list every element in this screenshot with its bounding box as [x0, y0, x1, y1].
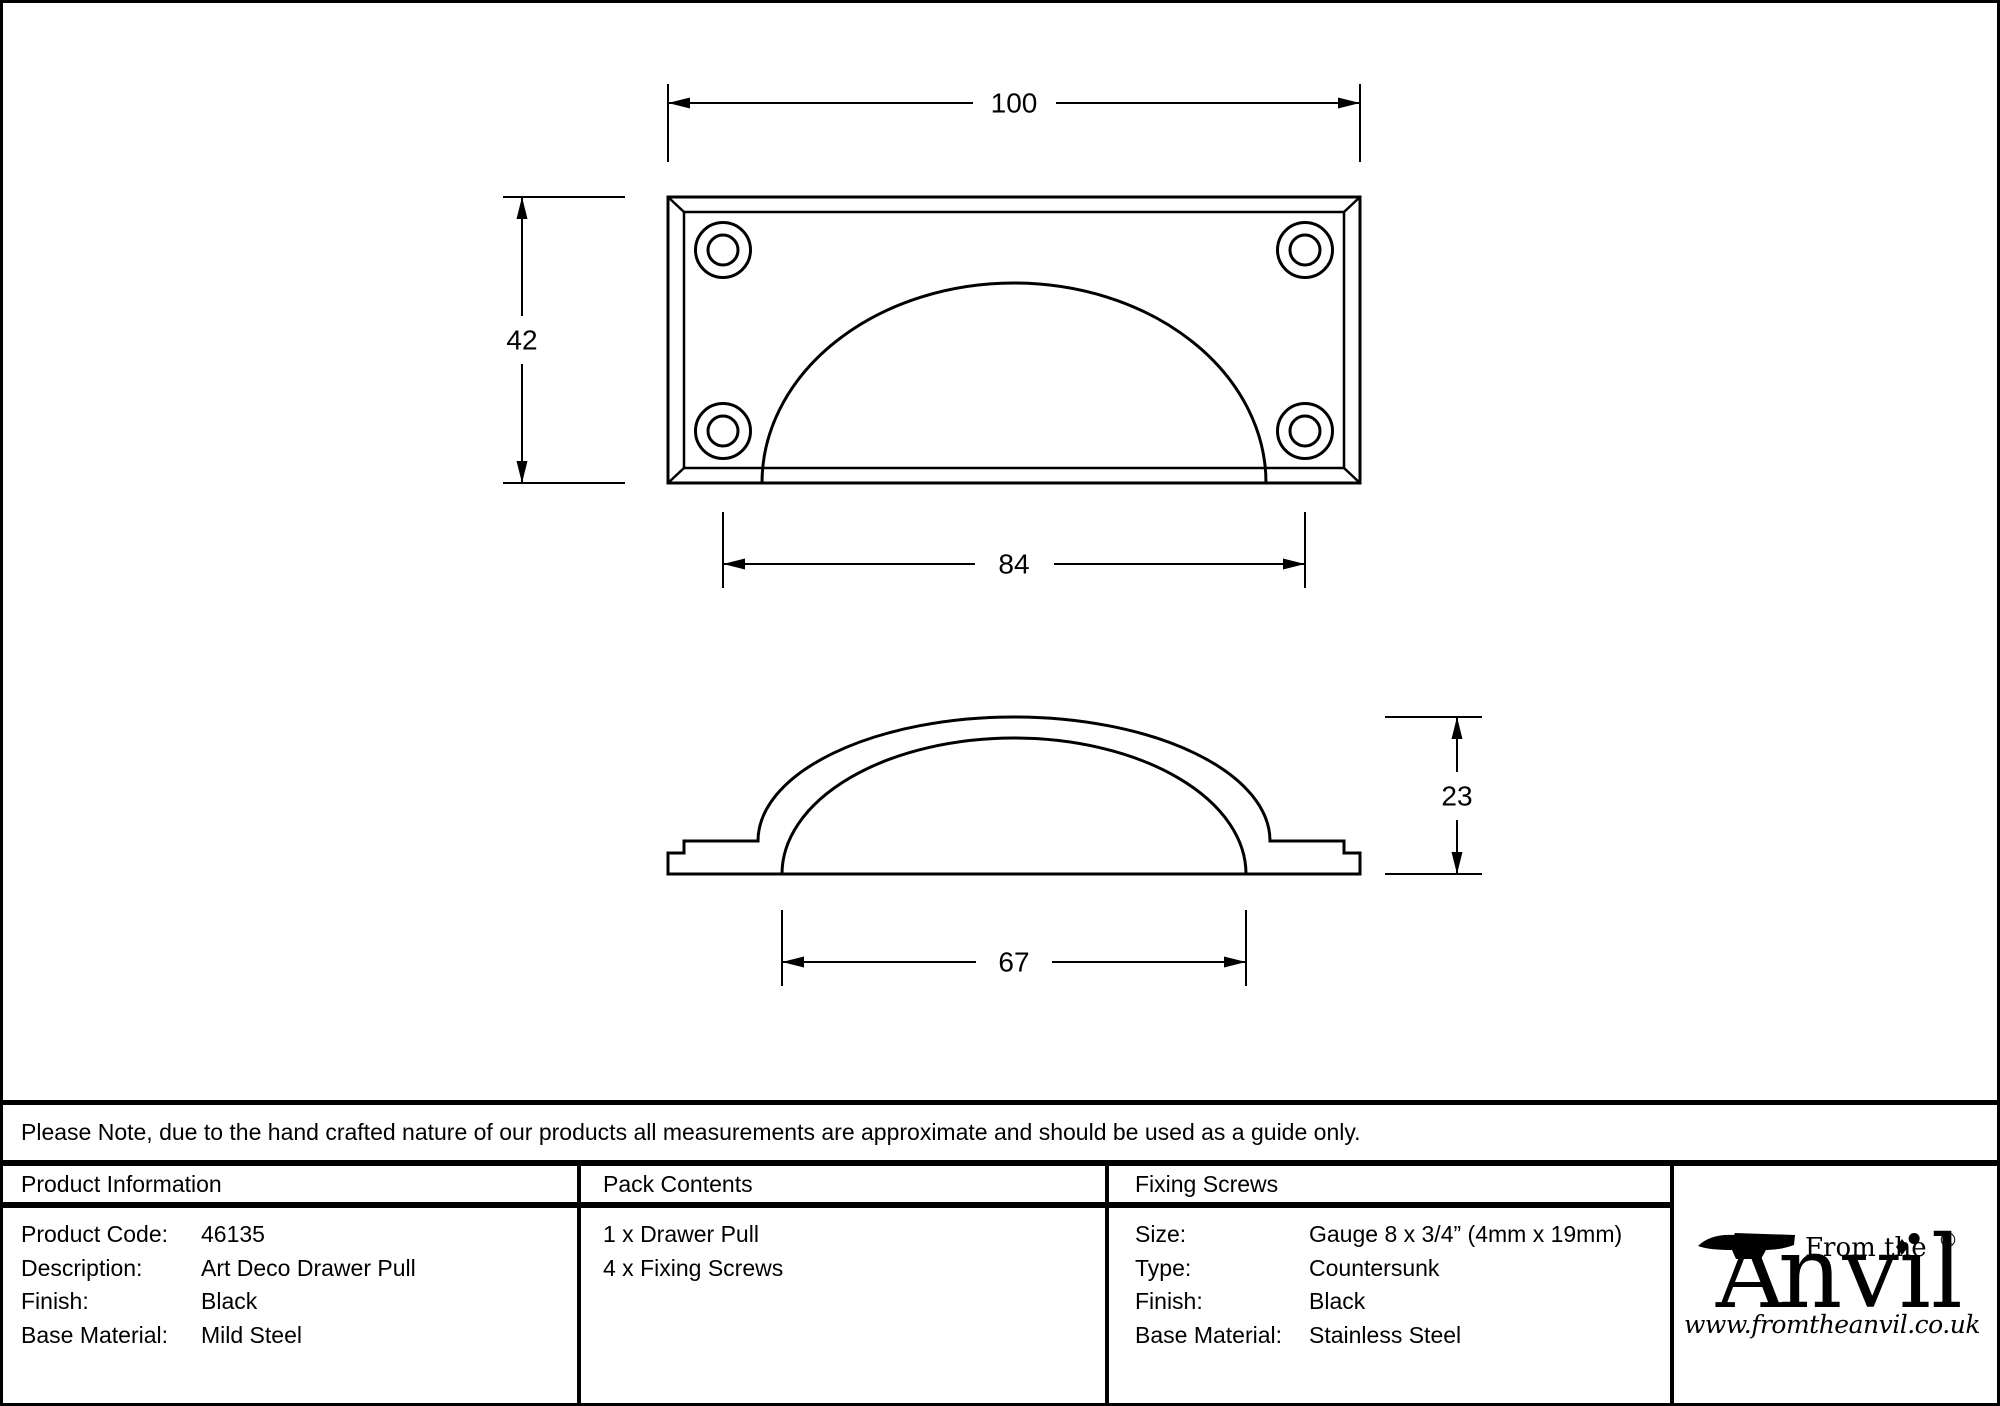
dim-side-height: 23	[1385, 716, 1482, 875]
screw-hole-top-left	[694, 221, 752, 279]
arrowhead-right	[1224, 956, 1246, 968]
technical-drawing: 100 42 84	[503, 84, 1482, 986]
arrowhead-right	[1338, 97, 1360, 109]
header-product-information: Product Information	[0, 1166, 577, 1202]
table-row: Finish: Black	[1135, 1285, 1670, 1319]
row-label: Base Material:	[1135, 1321, 1283, 1348]
dim-cup-width: 67	[781, 910, 1247, 986]
logo-url: www.fromtheanvil.co.uk	[1684, 1310, 1980, 1339]
note-row-bottom-border	[0, 1160, 2000, 1166]
arrowhead-left	[723, 558, 745, 570]
front-bevel-inner-outline	[682, 210, 1346, 470]
logo-name-rest: nvil	[1778, 1214, 1963, 1331]
dim-front-width: 100	[667, 84, 1361, 162]
side-cup-inner-line	[780, 736, 1248, 875]
table-divider-2	[1105, 1160, 1109, 1406]
row-label: Size:	[1135, 1221, 1187, 1247]
arrowhead-left	[782, 956, 804, 968]
arrowhead-right	[1283, 558, 1305, 570]
side-view	[666, 715, 1362, 876]
table-row: Description: Art Deco Drawer Pull	[21, 1252, 577, 1286]
row-label: Finish:	[1135, 1288, 1203, 1314]
list-item: 4 x Fixing Screws	[603, 1254, 784, 1281]
anvil-logo: A nvil From the ® www.fromtheanvil.co.uk	[1684, 1214, 1980, 1339]
dim-hole-spacing: 84	[722, 512, 1306, 588]
row-value: Stainless Steel	[1309, 1321, 1462, 1348]
header-pack-contents: Pack Contents	[581, 1166, 1105, 1202]
table-divider-3	[1670, 1160, 1674, 1406]
arrowhead-up	[516, 197, 528, 219]
arrowhead-left	[668, 97, 690, 109]
header-label: Product Information	[21, 1170, 222, 1197]
front-bevel-chamfer-lines	[667, 196, 1361, 484]
list-item: 1 x Drawer Pull	[603, 1221, 759, 1247]
row-label: Finish:	[21, 1288, 89, 1314]
arrowhead-up	[1451, 717, 1463, 739]
dim-label-front-height: 42	[506, 325, 537, 356]
row-value: Mild Steel	[201, 1321, 302, 1348]
header-row-bottom-border	[0, 1202, 1673, 1208]
front-plate-outline	[666, 195, 1362, 485]
row-value: 46135	[201, 1221, 265, 1247]
note-row: Please Note, due to the hand crafted nat…	[0, 1105, 2000, 1160]
dim-label-hole-spacing: 84	[998, 549, 1029, 580]
arrowhead-down	[516, 461, 528, 483]
screw-hole-bottom-right	[1276, 402, 1334, 460]
header-label: Fixing Screws	[1135, 1170, 1279, 1197]
row-label: Product Code:	[21, 1221, 169, 1247]
table-row: Type: Countersunk	[1135, 1252, 1670, 1286]
dim-front-height: 42	[503, 196, 625, 484]
table-row: Base Material: Mild Steel	[21, 1319, 577, 1353]
arrowhead-down	[1451, 852, 1463, 874]
row-value: Black	[1309, 1288, 1366, 1314]
row-label: Description:	[21, 1254, 143, 1281]
table-row: Base Material: Stainless Steel	[1135, 1319, 1670, 1353]
product-information-cell: Product Code: 46135 Description: Art Dec…	[0, 1208, 577, 1400]
screw-hole-top-right	[1276, 221, 1334, 279]
row-value: Gauge 8 x 3/4” (4mm x 19mm)	[1309, 1221, 1623, 1247]
fixing-screws-cell: Size: Gauge 8 x 3/4” (4mm x 19mm) Type: …	[1109, 1208, 1670, 1400]
dim-label-front-width: 100	[991, 88, 1038, 119]
screw-hole-bottom-left	[694, 402, 752, 460]
diamond-icon	[1896, 1239, 1908, 1255]
header-fixing-screws: Fixing Screws	[1109, 1166, 1670, 1202]
registered-mark: ®	[1938, 1228, 1958, 1252]
row-label: Base Material:	[21, 1321, 169, 1348]
row-value: Countersunk	[1309, 1254, 1440, 1281]
table-row: Finish: Black	[21, 1285, 577, 1319]
dim-label-cup-width: 67	[998, 947, 1029, 978]
logo-tagline: From the	[1805, 1233, 1927, 1263]
table-divider-1	[577, 1160, 581, 1406]
table-row: Size: Gauge 8 x 3/4” (4mm x 19mm)	[1135, 1218, 1670, 1252]
pack-contents-cell: 1 x Drawer Pull 4 x Fixing Screws	[581, 1208, 1105, 1400]
table-top-border	[0, 1100, 2000, 1105]
front-cup-arc	[760, 281, 1268, 484]
side-profile-outline	[666, 715, 1362, 876]
row-value: Art Deco Drawer Pull	[201, 1254, 416, 1281]
anvil-icon	[1698, 1233, 1795, 1259]
dim-label-side-height: 23	[1441, 781, 1472, 812]
note-text: Please Note, due to the hand crafted nat…	[21, 1119, 1361, 1145]
row-label: Type:	[1135, 1254, 1192, 1281]
table-row: Product Code: 46135	[21, 1218, 577, 1252]
row-value: Black	[201, 1288, 258, 1314]
front-view	[666, 195, 1362, 485]
header-label: Pack Contents	[603, 1170, 753, 1197]
